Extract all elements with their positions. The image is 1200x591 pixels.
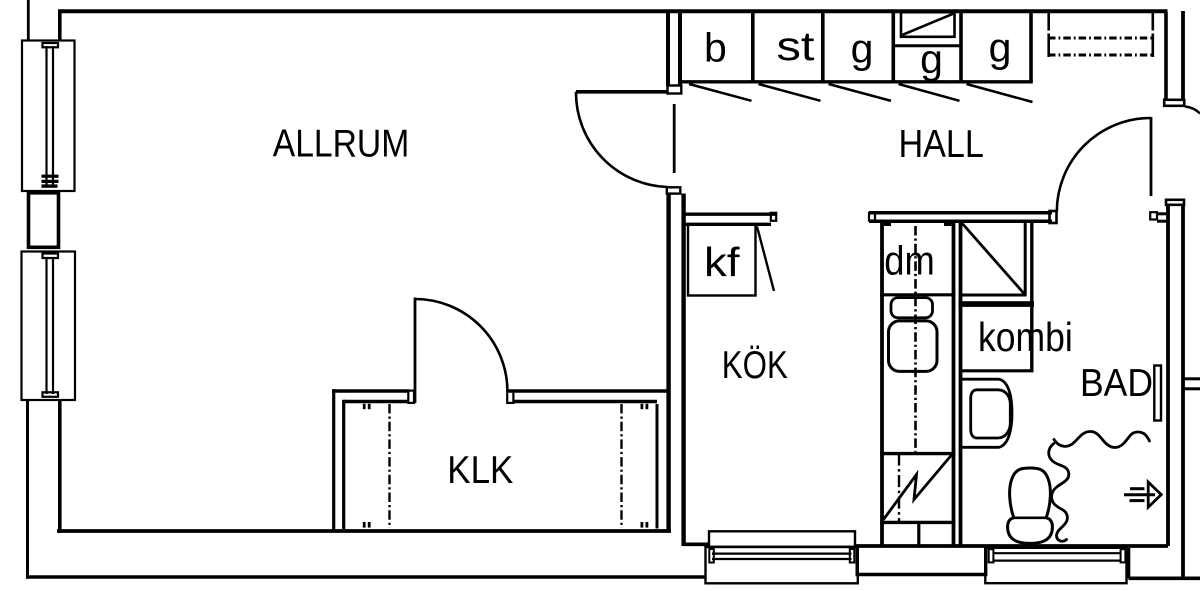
svg-text:BAD: BAD [1080, 362, 1153, 405]
svg-text:kf: kf [704, 239, 740, 285]
svg-text:KLK: KLK [447, 449, 513, 492]
svg-text:kombi: kombi [978, 314, 1073, 360]
svg-text:dm: dm [884, 238, 935, 284]
svg-text:g: g [920, 36, 943, 82]
svg-text:st: st [777, 23, 816, 69]
svg-text:HALL: HALL [898, 123, 984, 166]
svg-text:g: g [851, 26, 874, 72]
svg-text:g: g [989, 25, 1012, 71]
svg-text:KÖK: KÖK [722, 344, 788, 387]
svg-text:ALLRUM: ALLRUM [273, 123, 410, 166]
svg-text:b: b [704, 25, 727, 71]
